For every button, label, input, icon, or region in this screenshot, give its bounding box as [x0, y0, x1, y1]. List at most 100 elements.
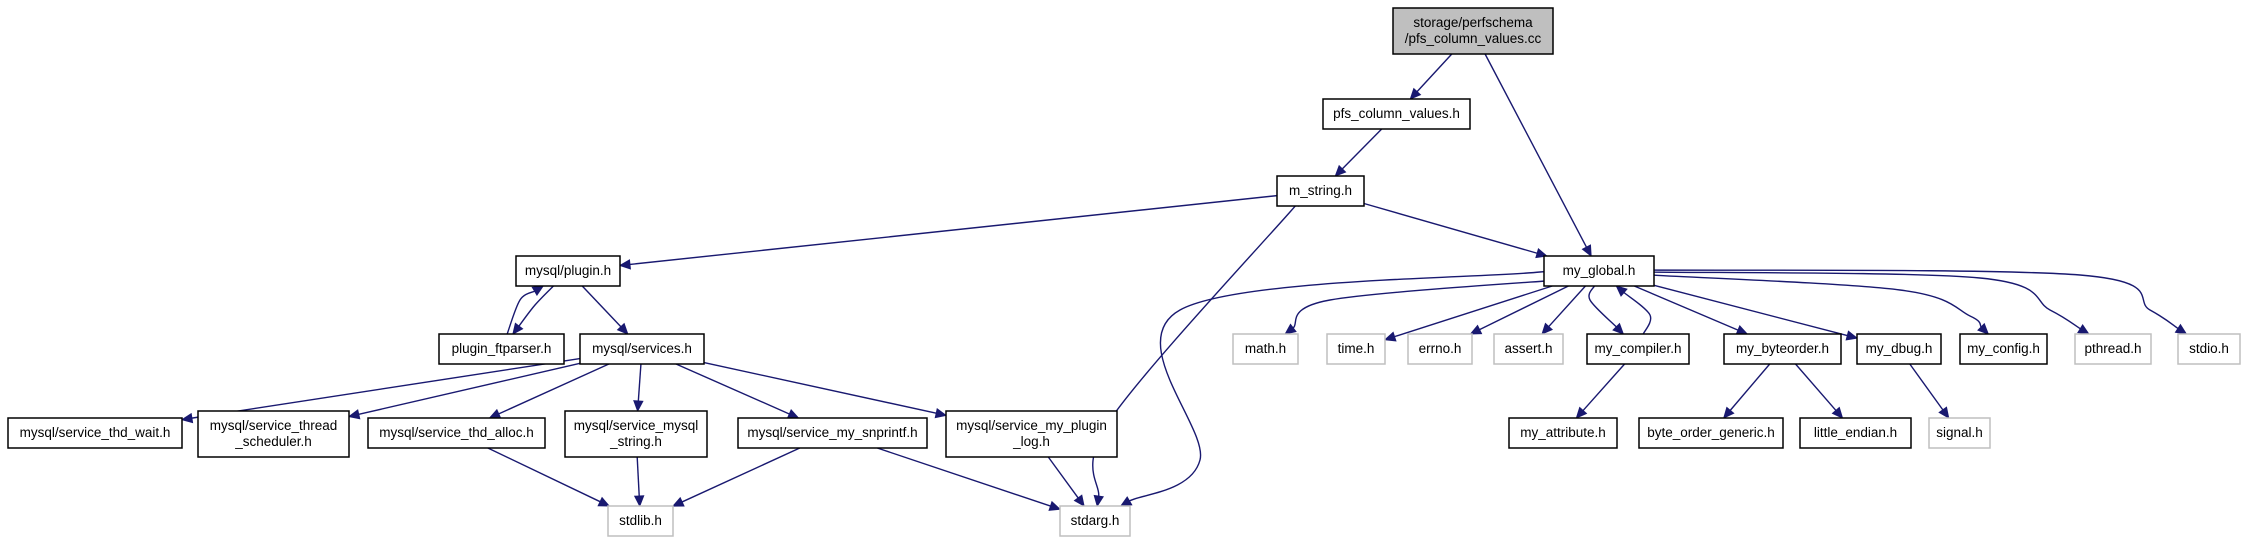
edge-mysql_services_h-to-svc_thd_wait — [191, 357, 581, 419]
node-label-my_global_h: my_global.h — [1563, 263, 1636, 278]
arrowhead-root-to-pfs_column_values_h — [1409, 87, 1422, 100]
arrowhead-my_global_h-to-stdio_h — [2174, 323, 2188, 335]
arrowhead-svc_my_snprintf-to-stdarg_h — [1048, 500, 1062, 511]
node-byte_order_generic_h[interactable]: byte_order_generic.h — [1638, 417, 1784, 449]
edge-my_global_h-to-pthread_h — [1626, 270, 2081, 330]
node-label-plugin_ftparser_h: plugin_ftparser.h — [452, 341, 552, 356]
node-label-mysql_plugin_h: mysql/plugin.h — [525, 263, 611, 278]
node-box-pthread_h — [2074, 333, 2152, 365]
arrowhead-m_string_h-to-mysql_plugin_h — [618, 259, 631, 270]
edge-my_global_h-to-stdarg_h — [1129, 268, 1569, 502]
node-box-my_config_h — [1959, 333, 2048, 365]
arrowhead-my_global_h-to-time_h — [1383, 331, 1397, 342]
node-box-signal_h — [1928, 417, 1991, 449]
edge-mysql_services_h-to-svc_thd_alloc — [498, 363, 610, 415]
node-my_compiler_h[interactable]: my_compiler.h — [1586, 333, 1690, 365]
node-svc_thd_alloc[interactable]: mysql/service_thd_alloc.h — [367, 417, 546, 449]
node-label-time_h: time.h — [1338, 341, 1375, 356]
node-plugin_ftparser_h[interactable]: plugin_ftparser.h — [438, 333, 565, 365]
arrowhead-root-to-my_global_h — [1581, 244, 1592, 258]
node-little_endian_h[interactable]: little_endian.h — [1799, 417, 1912, 449]
node-svc_thd_wait[interactable]: mysql/service_thd_wait.h — [7, 417, 183, 449]
node-label-my_byteorder_h: my_byteorder.h — [1736, 341, 1829, 356]
node-signal_h: signal.h — [1928, 417, 1991, 449]
node-box-svc_mysql_string — [564, 410, 708, 458]
node-box-stdio_h — [2177, 333, 2241, 365]
arrowhead-my_compiler_h-to-my_attribute_h — [1575, 406, 1588, 419]
node-mysql_plugin_h[interactable]: mysql/plugin.h — [515, 255, 621, 287]
node-label-my_attribute_h: my_attribute.h — [1520, 425, 1606, 440]
node-mysql_services_h[interactable]: mysql/services.h — [579, 333, 705, 365]
edge-svc_my_snprintf-to-stdlib_h — [681, 447, 801, 503]
node-box-my_global_h — [1543, 255, 1655, 287]
node-label-stdarg_h: stdarg.h — [1071, 513, 1120, 528]
edge-my_byteorder_h-to-little_endian_h — [1795, 363, 1837, 411]
arrowhead-svc_thd_alloc-to-stdlib_h — [597, 496, 611, 507]
node-svc_my_snprintf[interactable]: mysql/service_my_snprintf.h — [737, 417, 928, 449]
node-m_string_h[interactable]: m_string.h — [1276, 175, 1365, 207]
nodes-layer: storage/perfschema/pfs_column_values.ccp… — [7, 7, 2241, 537]
node-label-byte_order_generic_h: byte_order_generic.h — [1647, 425, 1775, 440]
node-label-m_string_h: m_string.h — [1289, 183, 1352, 198]
node-label-pthread_h: pthread.h — [2084, 341, 2141, 356]
node-svc_mysql_string[interactable]: mysql/service_mysql_string.h — [564, 410, 708, 458]
arrowhead-my_byteorder_h-to-byte_order_generic_h — [1722, 406, 1735, 419]
node-pfs_column_values_h[interactable]: pfs_column_values.h — [1322, 98, 1471, 130]
node-label-svc_my_plugin_log: _log.h — [1012, 434, 1050, 449]
node-stdarg_h: stdarg.h — [1059, 505, 1131, 537]
edge-my_global_h-to-errno_h — [1479, 285, 1569, 331]
arrowhead-plugin_ftparser_h-to-mysql_plugin_h — [531, 285, 545, 296]
node-box-byte_order_generic_h — [1638, 417, 1784, 449]
arrowhead-mysql_plugin_h-to-plugin_ftparser_h — [512, 322, 524, 335]
node-my_attribute_h[interactable]: my_attribute.h — [1508, 417, 1618, 449]
node-label-errno_h: errno.h — [1419, 341, 1462, 356]
node-label-mysql_services_h: mysql/services.h — [592, 341, 692, 356]
node-my_dbug_h[interactable]: my_dbug.h — [1856, 333, 1942, 365]
edge-my_global_h-to-my_byteorder_h — [1634, 285, 1739, 331]
node-label-root: /pfs_column_values.cc — [1405, 31, 1542, 46]
node-root[interactable]: storage/perfschema/pfs_column_values.cc — [1392, 7, 1554, 55]
edge-my_global_h-to-time_h — [1394, 285, 1553, 338]
node-box-mysql_services_h — [579, 333, 705, 365]
node-stdlib_h: stdlib.h — [607, 505, 674, 537]
arrowhead-my_compiler_h-to-my_global_h — [1615, 285, 1628, 297]
node-box-svc_thd_alloc — [367, 417, 546, 449]
arrowhead-my_global_h-to-pthread_h — [2077, 323, 2090, 335]
node-label-svc_my_plugin_log: mysql/service_my_plugin — [956, 418, 1107, 433]
edge-root-to-pfs_column_values_h — [1416, 53, 1453, 93]
edge-my_global_h-to-stdio_h — [1618, 268, 2179, 330]
node-box-errno_h — [1407, 333, 1473, 365]
node-svc_thread_sched[interactable]: mysql/service_thread_scheduler.h — [197, 410, 350, 458]
edge-m_string_h-to-mysql_plugin_h — [629, 194, 1278, 266]
edge-mysql_plugin_h-to-plugin_ftparser_h — [518, 285, 554, 327]
edge-mysql_services_h-to-svc_my_snprintf — [675, 363, 790, 415]
arrowhead-mysql_services_h-to-svc_my_snprintf — [786, 408, 800, 419]
node-math_h: math.h — [1232, 333, 1299, 365]
node-label-root: storage/perfschema — [1413, 15, 1533, 30]
node-box-mysql_plugin_h — [515, 255, 621, 287]
edge-svc_my_plugin_log-to-stdarg_h — [1047, 456, 1079, 499]
node-label-svc_mysql_string: _string.h — [609, 434, 662, 449]
node-svc_my_plugin_log[interactable]: mysql/service_my_plugin_log.h — [945, 410, 1118, 458]
node-my_config_h[interactable]: my_config.h — [1959, 333, 2048, 365]
node-time_h: time.h — [1326, 333, 1386, 365]
node-assert_h: assert.h — [1493, 333, 1564, 365]
edge-mysql_services_h-to-svc_thread_sched — [358, 362, 581, 416]
node-label-svc_mysql_string: mysql/service_mysql — [574, 418, 699, 433]
arrowhead-mysql_plugin_h-to-mysql_services_h — [616, 322, 629, 335]
node-label-svc_thd_wait: mysql/service_thd_wait.h — [20, 425, 171, 440]
arrowhead-my_global_h-to-math_h — [1284, 323, 1297, 335]
edge-my_global_h-to-assert_h — [1548, 285, 1586, 328]
node-box-little_endian_h — [1799, 417, 1912, 449]
arrowhead-my_byteorder_h-to-little_endian_h — [1831, 406, 1844, 419]
node-my_byteorder_h[interactable]: my_byteorder.h — [1723, 333, 1842, 365]
node-label-signal_h: signal.h — [1936, 425, 1983, 440]
arrowhead-m_string_h-to-stdarg_h — [1093, 494, 1104, 508]
node-label-assert_h: assert.h — [1504, 341, 1552, 356]
node-stdio_h: stdio.h — [2177, 333, 2241, 365]
arrowhead-svc_mysql_string-to-stdlib_h — [633, 495, 645, 508]
node-label-pfs_column_values_h: pfs_column_values.h — [1333, 106, 1460, 121]
node-my_global_h[interactable]: my_global.h — [1543, 255, 1655, 287]
arrowhead-my_global_h-to-my_config_h — [1977, 322, 1990, 335]
arrowhead-svc_my_snprintf-to-stdlib_h — [671, 496, 685, 507]
